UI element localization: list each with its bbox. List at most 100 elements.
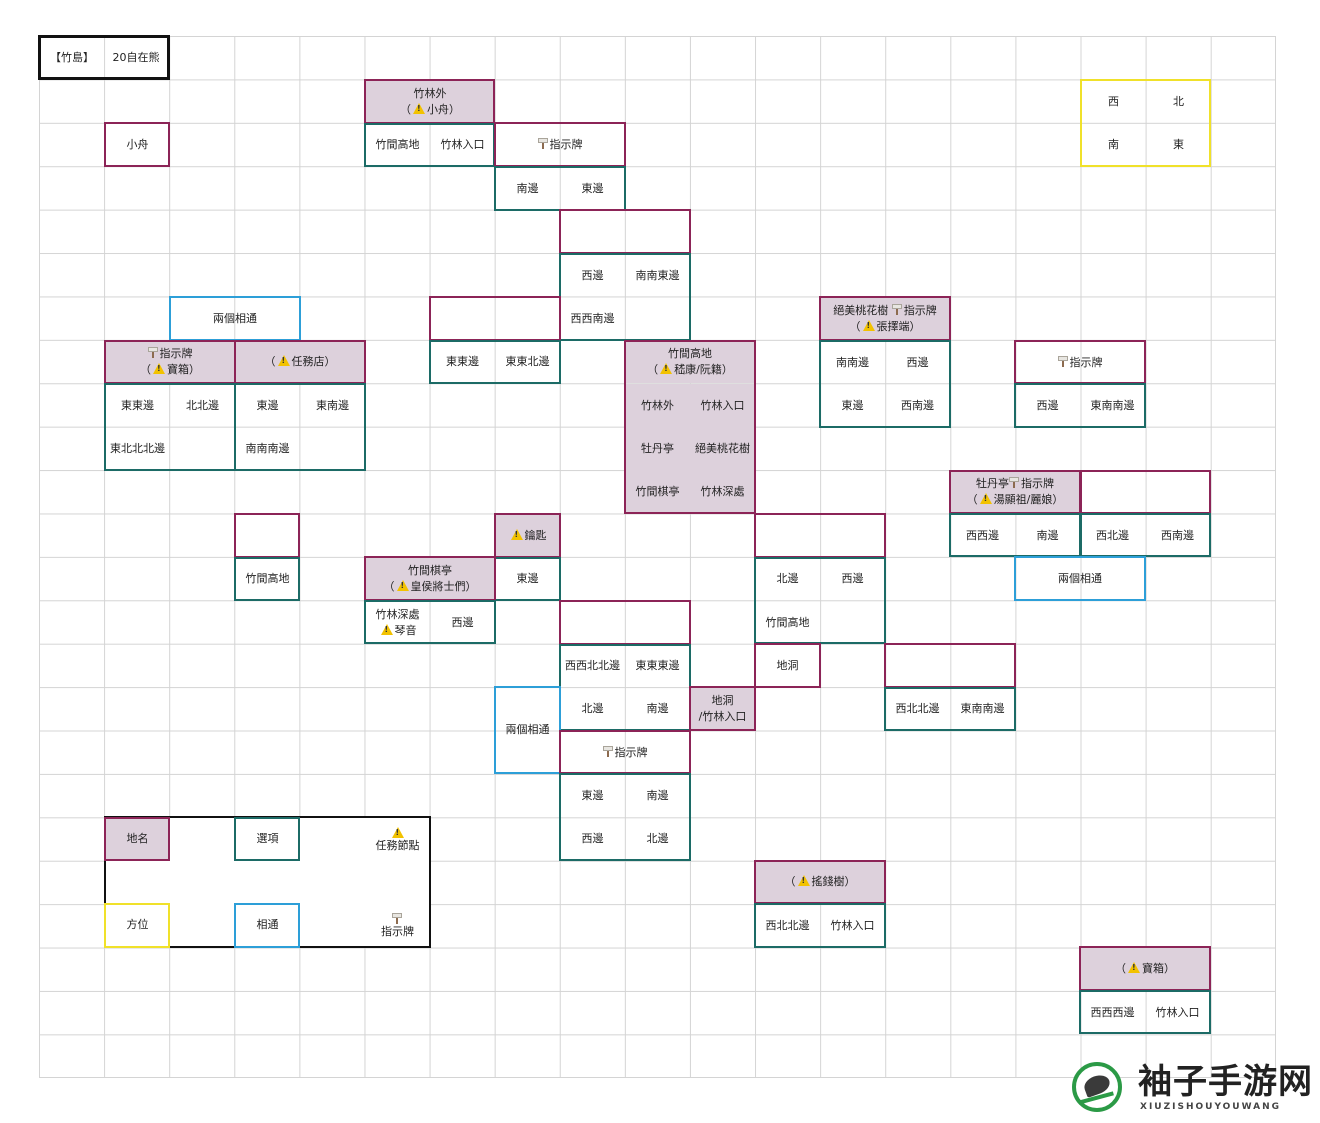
option-peach-a[interactable]: 南南邊	[836, 355, 869, 369]
warning-icon	[153, 363, 165, 374]
option-s3-b[interactable]: 南邊	[646, 788, 669, 802]
signpost-icon	[537, 138, 548, 150]
option-key[interactable]: 東邊	[516, 571, 539, 585]
option-r2-c[interactable]: 西西南邊	[570, 311, 615, 325]
option-r2-b[interactable]: 南南東邊	[635, 268, 680, 282]
signpost-icon	[1009, 477, 1019, 489]
direction-south: 南	[1108, 137, 1119, 151]
option-hub-f[interactable]: 竹林深處	[690, 470, 755, 513]
node-bamboo-outer[interactable]: 竹林外 （小舟）	[365, 80, 495, 123]
option-peach-b[interactable]: 西邊	[906, 355, 929, 369]
warning-icon	[1128, 961, 1140, 973]
option-r7-b[interactable]: 東南南邊	[960, 701, 1005, 715]
option-peach-d[interactable]: 西南邊	[901, 398, 934, 412]
option-s2-a[interactable]: 西邊	[1036, 398, 1059, 412]
option-s3-a[interactable]: 東邊	[581, 788, 604, 802]
watermark-subtitle: XIUZISHOUYOUWANG	[1140, 1102, 1282, 1112]
option-money-a[interactable]: 西北北邊	[765, 918, 810, 932]
warning-icon	[979, 493, 992, 504]
option-money-b[interactable]: 竹林入口	[830, 918, 875, 932]
signpost-icon	[147, 347, 158, 359]
option-r1-c[interactable]: 南邊	[516, 181, 539, 195]
option-treasure-b[interactable]: 竹林入口	[1155, 1005, 1200, 1019]
header-label: 【竹島】	[50, 50, 94, 64]
legend-task-node: 任務節點	[365, 820, 430, 860]
direction-north: 北	[1173, 94, 1184, 108]
direction-west: 西	[1108, 94, 1119, 108]
warning-icon	[413, 102, 425, 114]
option-peach-c[interactable]: 東邊	[841, 398, 864, 412]
option-hub-c[interactable]: 牡丹亭	[625, 427, 690, 470]
node-money-tree[interactable]: （搖錢樹）	[755, 861, 885, 903]
option-r4-f[interactable]: 南南南邊	[245, 441, 290, 455]
node-cave[interactable]: 地洞	[776, 658, 799, 672]
node-key[interactable]: 鑰匙	[495, 514, 560, 557]
node-sign-2[interactable]: 指示牌	[1015, 341, 1145, 384]
option-r1-a[interactable]: 竹間高地	[375, 138, 420, 152]
node-sign-1[interactable]: 指示牌	[495, 123, 625, 167]
connect-1[interactable]: 兩個相通	[213, 311, 257, 325]
option-s3-d[interactable]: 北邊	[646, 831, 669, 845]
node-hub[interactable]: 竹間高地 （嵇康/阮籍）	[625, 341, 755, 383]
option-peony-a[interactable]: 西西邊	[966, 528, 999, 542]
warning-icon	[660, 363, 673, 374]
node-sign-3[interactable]: 指示牌	[560, 731, 690, 774]
signpost-icon	[602, 745, 613, 757]
option-hub-b[interactable]: 竹林入口	[690, 384, 755, 427]
option-r7-a[interactable]: 西北北邊	[895, 701, 940, 715]
option-s3-c[interactable]: 西邊	[581, 831, 604, 845]
node-chess[interactable]: 竹間棋亭 （皇侯將士們）	[365, 557, 495, 600]
node-sign-treasure[interactable]: 指示牌 （寶箱）	[105, 341, 235, 383]
warning-icon	[380, 623, 393, 635]
option-r6-c[interactable]: 北邊	[581, 701, 604, 715]
option-r3-b[interactable]: 東東北邊	[505, 354, 550, 368]
connect-2[interactable]: 兩個相通	[1058, 571, 1102, 585]
option-r4-a[interactable]: 東東邊	[121, 398, 154, 412]
option-mid-c[interactable]: 竹間高地	[765, 615, 810, 629]
warning-icon	[862, 319, 875, 331]
signpost-icon	[891, 303, 902, 315]
option-r2-a[interactable]: 西邊	[581, 268, 604, 282]
option-r1-b[interactable]: 竹林入口	[440, 138, 485, 152]
option-r4-e[interactable]: 東南邊	[316, 398, 349, 412]
option-r6-b[interactable]: 東東東邊	[635, 658, 680, 672]
option-chess-a[interactable]: 竹林深處 琴音	[365, 601, 430, 644]
warning-icon	[396, 579, 409, 591]
option-r6-a[interactable]: 西西北北邊	[565, 658, 620, 672]
option-hub-d[interactable]: 絕美桃花樹	[690, 427, 755, 470]
option-r6-d[interactable]: 南邊	[646, 701, 669, 715]
signpost-icon	[1057, 355, 1068, 367]
watermark: 袖子手游网 XIUZISHOUYOUWANG	[1068, 1056, 1318, 1118]
connect-3[interactable]: 兩個相通	[505, 723, 550, 737]
node-boat[interactable]: 小舟	[126, 138, 149, 152]
option-s2-b[interactable]: 東南南邊	[1090, 398, 1135, 412]
option-hub-e[interactable]: 竹間棋亭	[625, 470, 690, 513]
header-count: 20自在熊	[112, 50, 160, 64]
option-chess-b[interactable]: 西邊	[451, 615, 474, 629]
warning-icon	[391, 826, 404, 838]
option-peony-b[interactable]: 南邊	[1036, 528, 1059, 542]
node-treasure[interactable]: （寶箱）	[1080, 947, 1210, 990]
option-peony-c[interactable]: 西北邊	[1096, 528, 1129, 542]
option-mid-b[interactable]: 西邊	[841, 571, 864, 585]
option-mid-a[interactable]: 北邊	[776, 571, 799, 585]
legend-sign: 指示牌	[365, 906, 430, 946]
option-treasure-a[interactable]: 西西西邊	[1090, 1005, 1135, 1019]
warning-icon	[277, 355, 290, 367]
watermark-logo-icon	[1072, 1062, 1122, 1112]
option-r1-d[interactable]: 東邊	[581, 181, 604, 195]
option-peony-d[interactable]: 西南邊	[1161, 528, 1194, 542]
option-r4-d[interactable]: 東邊	[256, 398, 279, 412]
node-task-shop[interactable]: （任務店）	[235, 341, 365, 383]
option-r5-a[interactable]: 竹間高地	[245, 571, 290, 585]
legend-option: 選項	[256, 832, 279, 846]
option-r4-b[interactable]: 北北邊	[186, 398, 219, 412]
option-hub-a[interactable]: 竹林外	[625, 384, 690, 427]
node-peach[interactable]: 絕美桃花樹 指示牌 （張擇端）	[820, 297, 950, 340]
watermark-title: 袖子手游网	[1138, 1062, 1313, 1102]
legend-connect: 相通	[256, 918, 279, 932]
node-cave-bamboo[interactable]: 地洞 /竹林入口	[690, 687, 755, 730]
option-r4-c[interactable]: 東北北北邊	[110, 441, 165, 455]
option-r3-a[interactable]: 東東邊	[446, 354, 479, 368]
